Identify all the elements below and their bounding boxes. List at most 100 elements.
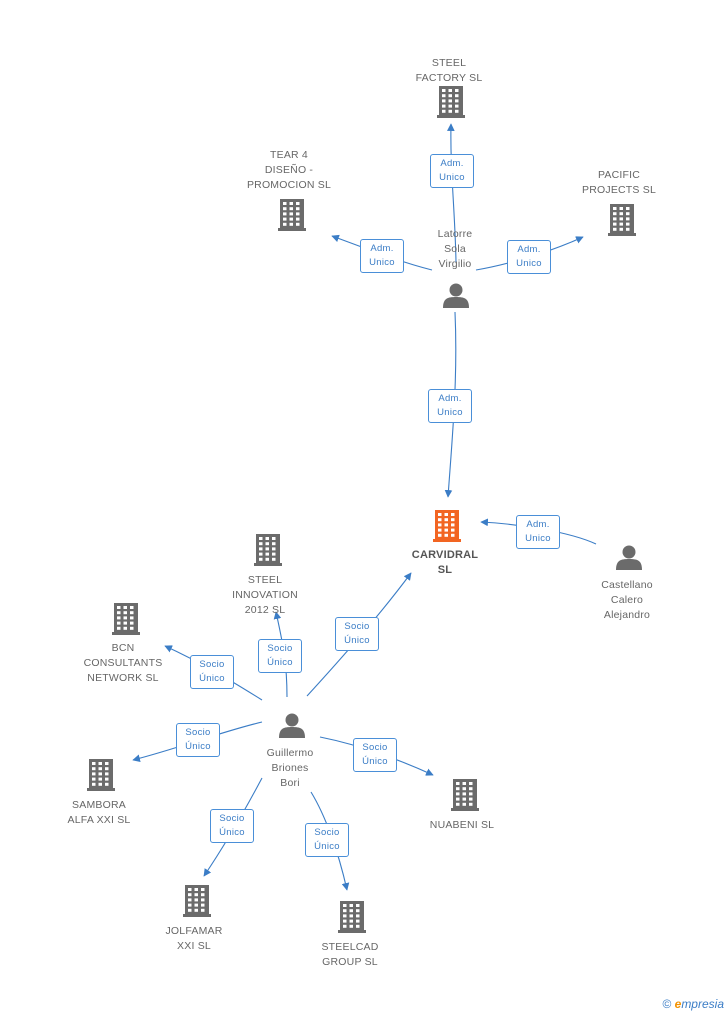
node-label-line: STEEL xyxy=(247,574,283,586)
node-label-line: JOLFAMAR xyxy=(165,925,223,937)
edge-badge-line: Unico xyxy=(437,407,463,418)
edge-badge-line: Socio xyxy=(314,827,340,838)
edge-badge-line: Unico xyxy=(369,257,395,268)
node-label-sambora[interactable]: SAMBORA ALFA XXI SL xyxy=(44,798,154,828)
edge-badge-line: Unico xyxy=(516,258,542,269)
node-label-carvidral[interactable]: CARVIDRAL SL xyxy=(390,548,500,578)
node-label-line: ALFA XXI SL xyxy=(67,814,131,826)
node-label-line: Guillermo xyxy=(266,747,314,759)
node-label-pacific[interactable]: PACIFIC PROJECTS SL xyxy=(564,168,674,198)
edge-badge-line: Único xyxy=(185,741,211,752)
building-icon-jolfamar[interactable] xyxy=(183,885,211,917)
edge-badge-line: Único xyxy=(344,635,370,646)
edge-badge-line: Socio xyxy=(362,742,388,753)
edge-badge-line: Socio xyxy=(267,643,293,654)
brand-initial: e xyxy=(674,997,682,1011)
edge-badge-line: Unico xyxy=(525,533,551,544)
edge-badge-line: Único xyxy=(314,841,340,852)
edge-badge-line: Único xyxy=(219,827,245,838)
node-label-steel_factory[interactable]: STEEL FACTORY SL xyxy=(394,56,504,86)
person-icon-latorre[interactable] xyxy=(443,283,469,309)
node-label-line: STEEL xyxy=(431,57,467,69)
node-label-line: TEAR 4 xyxy=(270,149,308,161)
node-label-line: Latorre xyxy=(437,228,473,240)
node-label-line: Alejandro xyxy=(603,609,651,621)
node-label-line: DISEÑO - xyxy=(264,164,314,176)
brand-footer[interactable]: © empresia xyxy=(662,997,724,1011)
edge-badge-latorre-to-tear4[interactable]: Adm. Unico xyxy=(360,239,404,273)
building-icon-bcn[interactable] xyxy=(112,603,140,635)
person-icon-guillermo[interactable] xyxy=(279,713,305,739)
node-label-line: GROUP SL xyxy=(322,956,378,968)
node-label-line: Bori xyxy=(280,777,300,789)
edge-badge-line: Único xyxy=(199,673,225,684)
icons-layer xyxy=(87,86,642,933)
building-icon-nuabeni[interactable] xyxy=(451,779,479,811)
edge-badge-line: Adm. xyxy=(517,244,541,255)
node-label-line: 2012 SL xyxy=(244,604,286,616)
edge-badge-line: Adm. xyxy=(438,393,462,404)
node-label-line: SAMBORA xyxy=(72,799,126,811)
edge-badge-line: Adm. xyxy=(370,243,394,254)
node-label-line: INNOVATION xyxy=(232,589,298,601)
building-icon-pacific[interactable] xyxy=(608,204,636,236)
node-label-line: Castellano xyxy=(601,579,653,591)
edge-badge-latorre-to-carvidral[interactable]: Adm. Unico xyxy=(428,389,472,423)
node-label-line: PROJECTS SL xyxy=(582,184,656,196)
node-label-line: PROMOCION SL xyxy=(246,179,332,191)
building-icon-sambora[interactable] xyxy=(87,759,115,791)
brand-name: mpresia xyxy=(681,997,724,1011)
node-label-line: NUABENI SL xyxy=(429,819,495,831)
person-icon-castellano[interactable] xyxy=(616,545,642,571)
node-label-line: XXI SL xyxy=(177,940,211,952)
node-label-steelcad[interactable]: STEELCAD GROUP SL xyxy=(295,940,405,970)
building-icon-steel_innovation[interactable] xyxy=(254,534,282,566)
edge-badge-latorre-to-pacific[interactable]: Adm. Unico xyxy=(507,240,551,274)
edge-badge-line: Socio xyxy=(219,813,245,824)
edge-badge-line: Adm. xyxy=(526,519,550,530)
node-label-line: PACIFIC xyxy=(597,169,641,181)
node-label-tear4[interactable]: TEAR 4 DISEÑO - PROMOCION SL xyxy=(234,148,344,193)
copyright-symbol: © xyxy=(662,997,672,1011)
node-label-line: Briones xyxy=(271,762,309,774)
node-label-bcn[interactable]: BCN CONSULTANTS NETWORK SL xyxy=(68,641,178,686)
node-label-line: CONSULTANTS xyxy=(83,657,163,669)
building-icon-steelcad[interactable] xyxy=(338,901,366,933)
edge-badge-line: Unico xyxy=(439,172,465,183)
node-label-line: Virgilio xyxy=(438,258,472,270)
edge-badge-line: Socio xyxy=(344,621,370,632)
node-label-line: STEELCAD xyxy=(321,941,379,953)
building-icon-carvidral[interactable] xyxy=(433,510,461,542)
edge-badge-line: Único xyxy=(362,756,388,767)
edge-latorre-to-steel_factory xyxy=(447,123,457,263)
edge-badge-castellano-to-carvidral[interactable]: Adm. Unico xyxy=(516,515,560,549)
edge-badge-line: Socio xyxy=(185,727,211,738)
building-icon-tear4[interactable] xyxy=(278,199,306,231)
node-label-steel_innovation[interactable]: STEEL INNOVATION 2012 SL xyxy=(210,573,320,618)
node-label-line: BCN xyxy=(111,642,135,654)
node-label-line: SL xyxy=(437,564,453,576)
edge-badge-line: Único xyxy=(267,657,293,668)
edge-badge-line: Socio xyxy=(199,659,225,670)
building-icon-steel_factory[interactable] xyxy=(437,86,465,118)
node-label-line: Calero xyxy=(610,594,644,606)
edge-badge-latorre-to-steel_factory[interactable]: Adm. Unico xyxy=(430,154,474,188)
node-label-line: CARVIDRAL xyxy=(411,549,479,561)
node-label-nuabeni[interactable]: NUABENI SL xyxy=(407,818,517,833)
node-label-line: FACTORY SL xyxy=(415,72,483,84)
node-label-jolfamar[interactable]: JOLFAMAR XXI SL xyxy=(139,924,249,954)
node-label-line: Sola xyxy=(444,243,466,255)
node-label-line: NETWORK SL xyxy=(87,672,159,684)
edge-badge-line: Adm. xyxy=(440,158,464,169)
